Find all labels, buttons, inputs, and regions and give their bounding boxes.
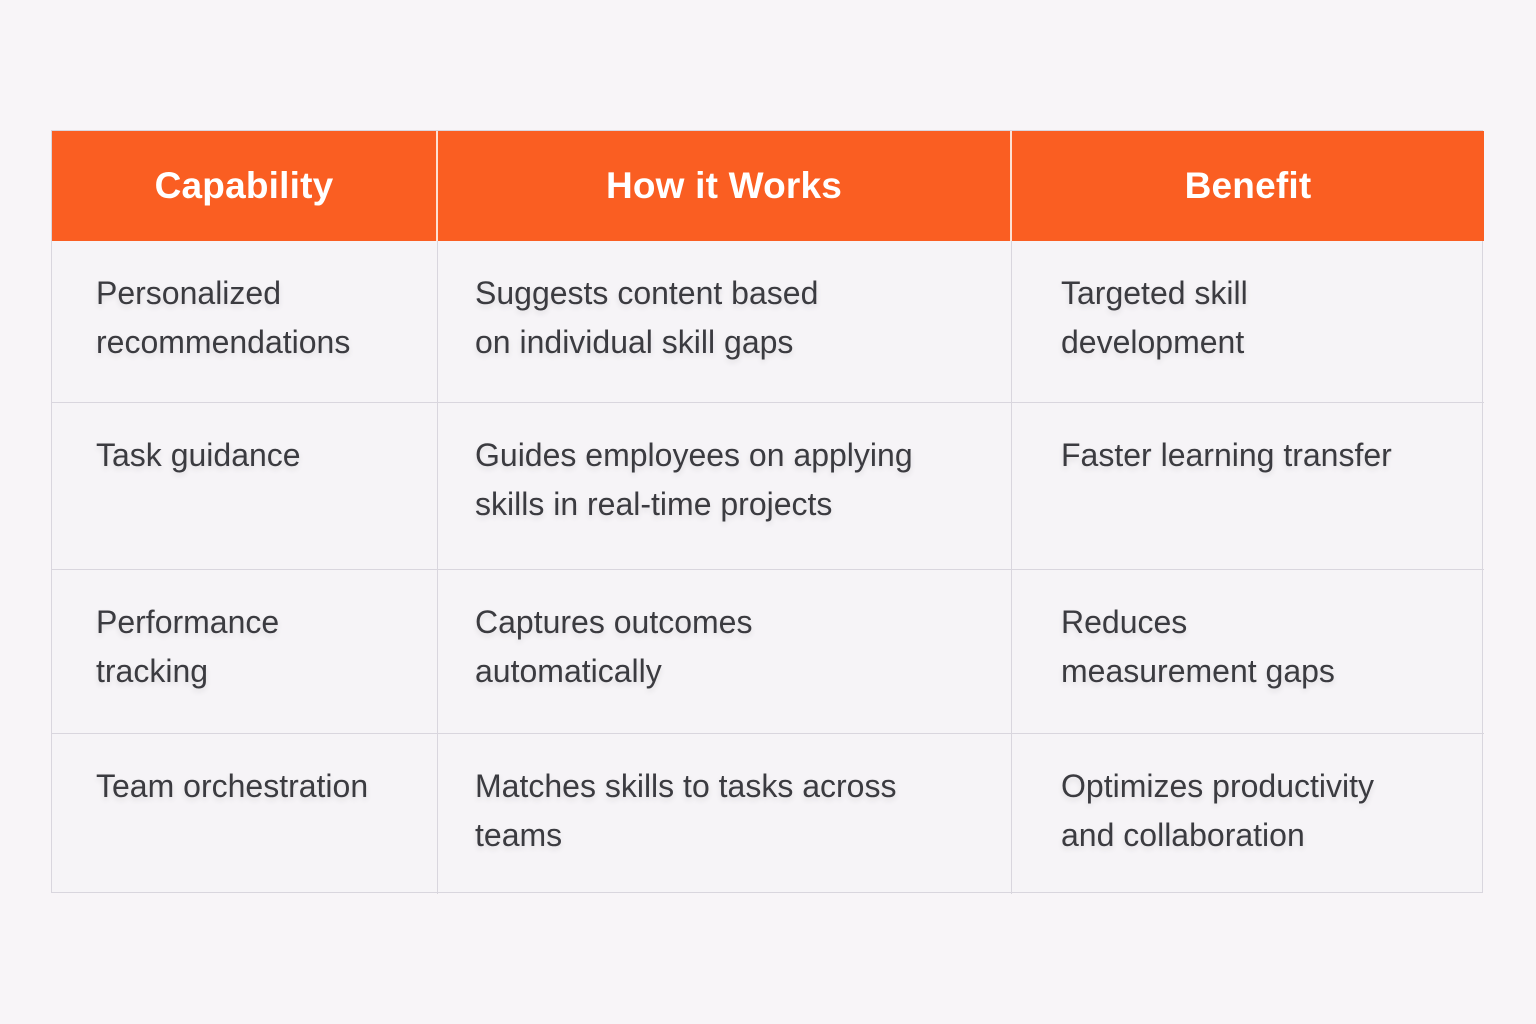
cell-how-it-works: Matches skills to tasks across teams bbox=[438, 734, 1012, 894]
cell-benefit: Optimizes productivity and collaboration bbox=[1061, 768, 1374, 853]
cell-capability: Personalized recommendations bbox=[52, 241, 438, 403]
header-benefit: Benefit bbox=[1012, 131, 1484, 241]
header-capability: Capability bbox=[52, 131, 438, 241]
cell-capability: Task guidance bbox=[52, 403, 438, 570]
cell-benefit: Reduces measurement gaps bbox=[1012, 570, 1484, 734]
cell-capability: Performance tracking bbox=[52, 570, 438, 734]
capability-table: Capability How it Works Benefit Personal… bbox=[51, 130, 1484, 894]
cell-benefit: Targeted skill development bbox=[1012, 241, 1484, 403]
cell-benefit: Faster learning transfer bbox=[1012, 403, 1484, 570]
cell-how-it-works: Captures outcomes automatically bbox=[438, 570, 1012, 734]
header-how-it-works: How it Works bbox=[438, 131, 1012, 241]
cell-capability: Team orchestration bbox=[52, 734, 438, 894]
cell-how-it-works: Guides employees on applying skills in r… bbox=[438, 403, 1012, 570]
cell-how-it-works: Suggests content based on individual ski… bbox=[438, 241, 1012, 403]
